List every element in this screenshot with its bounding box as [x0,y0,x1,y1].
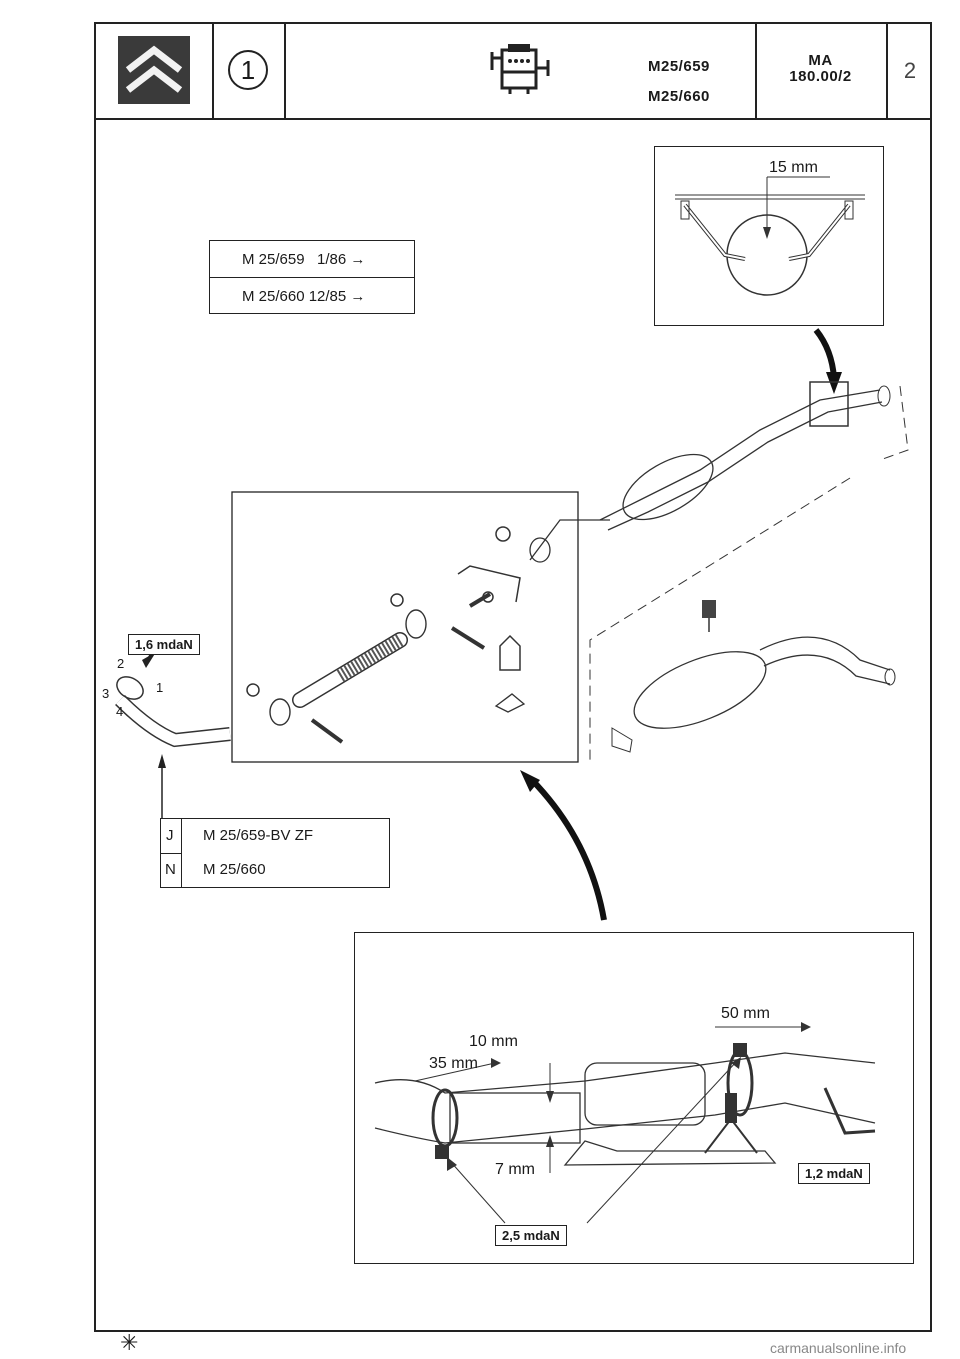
models-box: M 25/659 1/86 → M 25/660 12/85 → [209,240,415,314]
dimension-35mm: 35 mm [429,1055,478,1072]
variants-box: J N M 25/659-BV ZF M 25/660 [160,818,390,888]
clamp-detail-drawing [374,1022,876,1224]
section-number-circle: 1 [228,50,268,90]
bolt-number-3: 3 [102,686,110,701]
section-number: 1 [240,55,256,85]
variant-label-n: M 25/660 [203,861,266,878]
header-divider [886,22,888,120]
bolt-number-2: 2 [117,656,125,671]
hanger-detail-drawing [675,176,865,296]
ref-code-line1: MA [808,52,833,69]
engine-code-2: M25/660 [648,88,710,105]
dimension-50mm: 50 mm [721,1005,770,1022]
model-row-1: M 25/659 1/86 → [242,251,366,268]
manifold-torque: 1,6 mdaN [128,634,200,655]
variant-code-j: J [166,827,174,844]
ref-code-line2: 180.00/2 [789,68,852,85]
chevrons-icon [125,45,183,93]
page-frame [94,22,932,1332]
engine-icon [488,40,552,98]
detail-box-clamps: 10 mm 35 mm 50 mm 7 mm 1,2 mdaN 2,5 mdaN [354,932,914,1264]
brand-logo [118,36,190,104]
dimension-7mm: 7 mm [495,1161,535,1178]
hanger-dimension: 15 mm [769,159,818,176]
header-divider [755,22,757,120]
detail-box-hanger: 15 mm [654,146,884,326]
bolt-number-4: 4 [116,704,124,719]
header-divider [284,22,286,120]
dimension-10mm: 10 mm [469,1033,518,1050]
page-number: 2 [903,58,917,83]
models-box-divider [210,277,414,278]
footer-star-icon: ✳ [120,1330,139,1355]
clamp-torque-front: 2,5 mdaN [495,1225,567,1246]
footer-watermark: carmanualsonline.info [770,1340,907,1356]
model-row-2: M 25/660 12/85 → [242,288,366,305]
engine-code-1: M25/659 [648,58,710,75]
bolt-number-1: 1 [156,680,164,695]
clamp-torque-rear: 1,2 mdaN [798,1163,870,1184]
header-divider [212,22,214,120]
variant-code-n: N [165,861,176,878]
header-bar [94,22,932,120]
variant-label-j: M 25/659-BV ZF [203,827,314,844]
